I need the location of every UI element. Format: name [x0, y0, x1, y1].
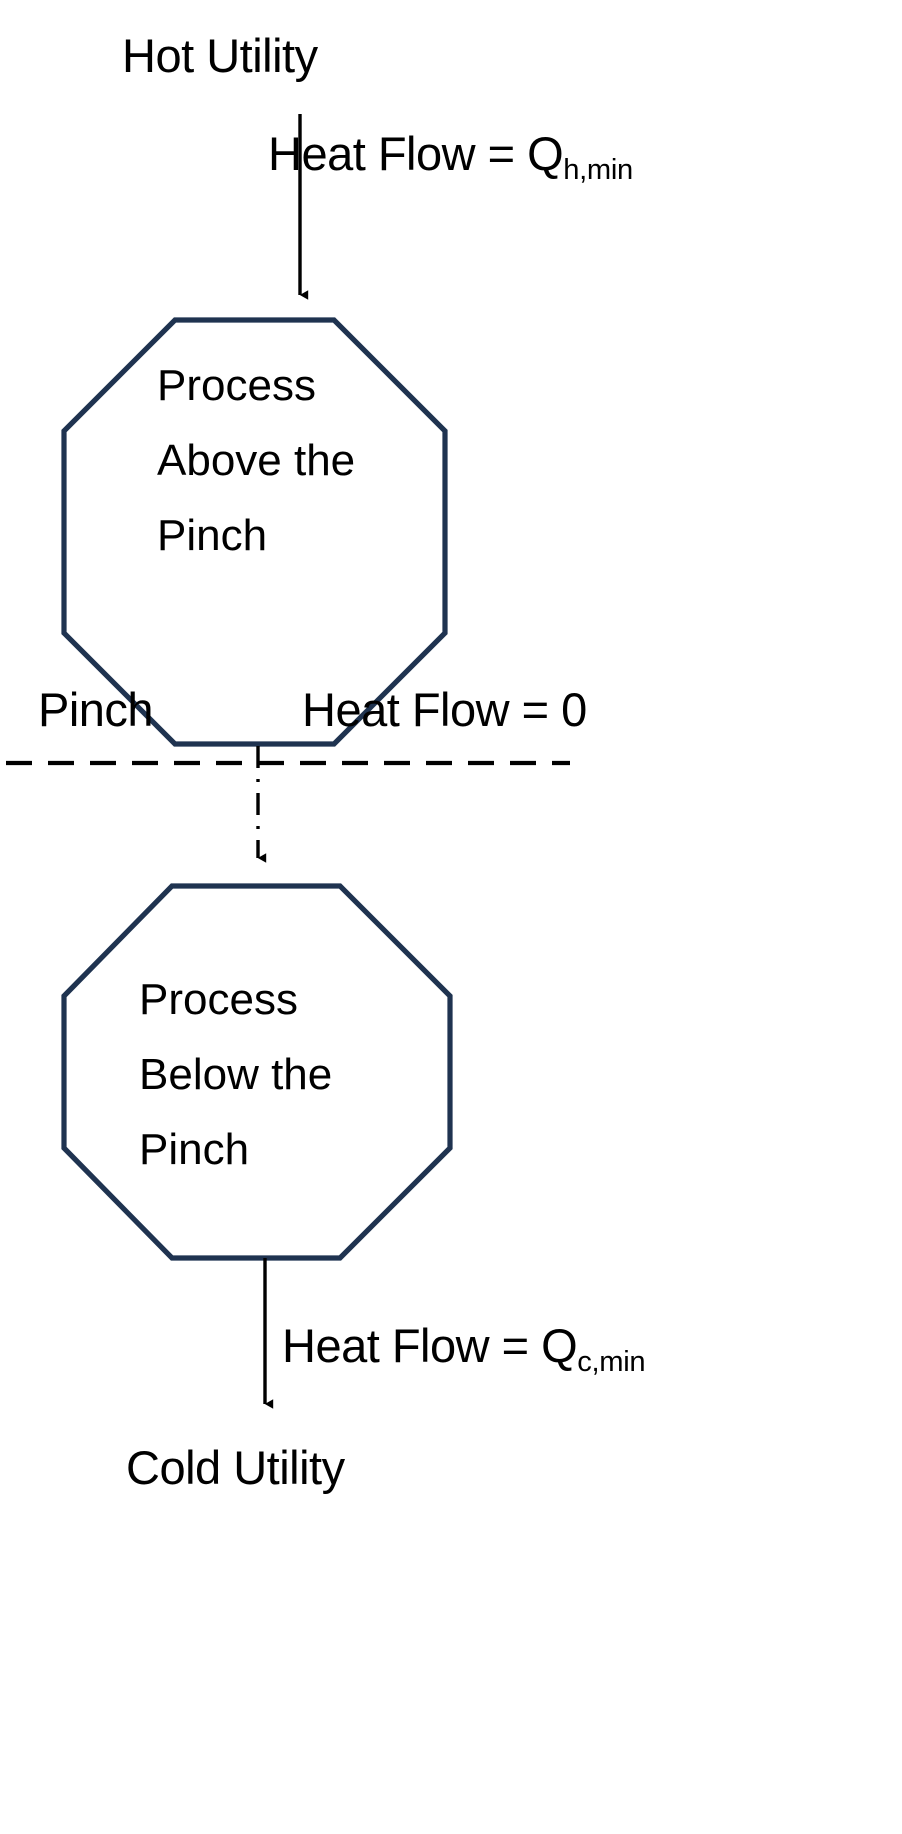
process-below-pinch-octagon — [61, 883, 453, 1261]
process-above-line-1: Process — [157, 361, 316, 410]
bottom-heat-flow-subscript: c,min — [577, 1345, 646, 1378]
bottom-heat-flow-prefix: Heat Flow = Q — [282, 1319, 578, 1372]
bottom-heat-flow-label: Heat Flow = Qc,min — [282, 1319, 646, 1376]
process-above-line-2: Above the — [157, 436, 356, 485]
process-above-pinch-text: Process Above the Pinch — [157, 348, 355, 573]
cold-utility-label: Cold Utility — [126, 1441, 345, 1494]
process-above-line-3: Pinch — [157, 511, 268, 560]
process-below-line-1: Process — [139, 975, 298, 1024]
pinch-label: Pinch — [38, 683, 154, 736]
process-above-pinch-octagon — [61, 317, 448, 747]
top-heat-flow-subscript: h,min — [563, 153, 633, 186]
middle-heat-flow-label: Heat Flow = 0 — [302, 683, 587, 736]
top-heat-flow-prefix: Heat Flow = Q — [268, 127, 564, 180]
process-below-line-2: Below the — [139, 1050, 333, 1099]
hot-utility-label: Hot Utility — [122, 29, 318, 82]
top-heat-flow-label: Heat Flow = Qh,min — [268, 127, 633, 184]
process-below-pinch-text: Process Below the Pinch — [139, 962, 332, 1187]
process-below-line-3: Pinch — [139, 1125, 250, 1174]
